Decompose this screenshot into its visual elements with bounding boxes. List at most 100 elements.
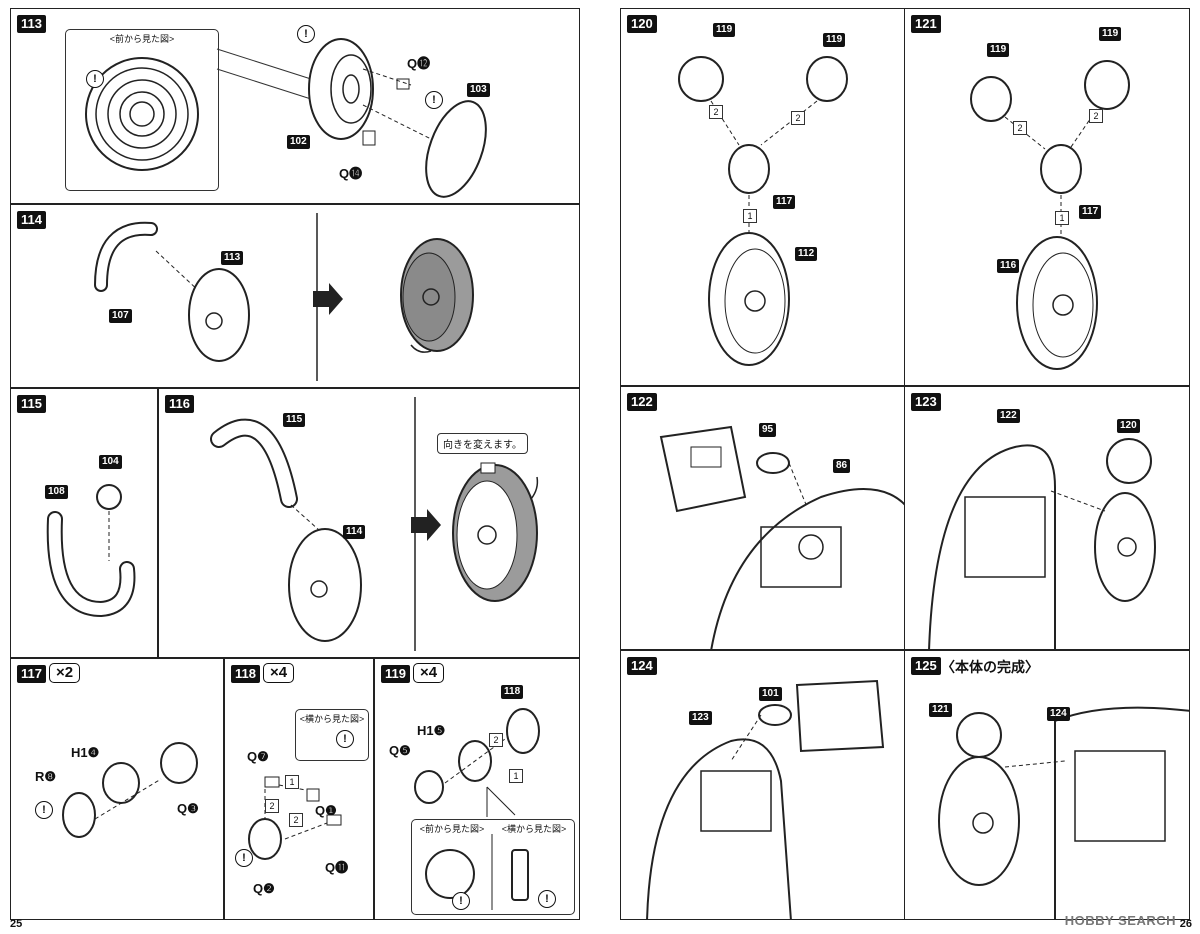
sequence-marker: 1 — [1055, 211, 1069, 225]
part-tag-102: 102 — [287, 135, 310, 149]
part-label-q5: Q❺ — [389, 743, 411, 758]
quantity-badge: ×2 — [49, 663, 81, 683]
part-label-q3: Q❸ — [177, 801, 199, 816]
caution-icon: ! — [538, 890, 556, 908]
part-tag-115: 115 — [283, 413, 306, 427]
step-123-assembly-drawing — [928, 438, 1156, 649]
front-view-ring-drawing — [85, 57, 199, 171]
step-number: 116 — [165, 395, 194, 413]
part-label-h15: H1❺ — [417, 723, 446, 738]
caution-icon: ! — [235, 849, 253, 867]
part-tag-113: 113 — [221, 251, 244, 265]
quantity-badge: ×4 — [263, 663, 295, 683]
step-number: 113 — [17, 15, 46, 33]
part-label-q7: Q❼ — [247, 749, 269, 764]
watermark-logo: HOBBY SEARCH — [1064, 913, 1176, 928]
step-120-panel: 120 119 119 117 112 2 2 1 — [620, 8, 906, 386]
sequence-marker-1: 1 — [509, 769, 523, 783]
part-tag-121: 121 — [929, 703, 952, 717]
step-124-assembly-drawing — [646, 679, 885, 919]
completion-title: 〈本体の完成〉 — [941, 659, 1039, 675]
part-tag-101: 101 — [759, 687, 782, 701]
step-117-assembly-drawing — [62, 742, 198, 838]
caution-icon: ! — [86, 70, 104, 88]
rotate-callout: 向きを変えます。 — [437, 433, 528, 454]
step-number: 124 — [627, 657, 657, 675]
caution-icon: ! — [35, 801, 53, 819]
part-tag-117: 117 — [1079, 205, 1102, 219]
step-114-panel: 114 107 113 — [10, 204, 580, 388]
step-116-assembly-drawing — [210, 397, 539, 651]
step-number: 121 — [911, 15, 941, 33]
front-view-caption: <前から見た図> — [419, 824, 485, 834]
part-tag-119: 119 — [987, 43, 1010, 57]
step-120-assembly-drawing — [678, 56, 848, 366]
step-113-assembly-drawing — [216, 38, 487, 198]
step-121-assembly-drawing — [970, 60, 1130, 370]
part-tag-118: 118 — [501, 685, 524, 699]
step-number: 125 — [911, 657, 941, 675]
part-tag-119: 119 — [823, 33, 846, 47]
side-view-caption: <横から見た図> — [501, 824, 567, 834]
sequence-marker-2: 2 — [289, 813, 303, 827]
sequence-marker: 2 — [1089, 109, 1103, 123]
part-tag-112: 112 — [795, 247, 818, 261]
step-number: 114 — [17, 211, 46, 229]
step-119-panel: 119 ×4 118 H1❺ Q❺ 2 1 <前から見た図> <横から見た図> … — [374, 658, 580, 920]
step-119-assembly-drawing — [414, 708, 540, 817]
step-114-assembly-drawing — [94, 213, 474, 381]
side-view-inset: <横から見た図> ! — [295, 709, 369, 761]
step-number: 119 — [381, 665, 410, 683]
step-number: 115 — [17, 395, 46, 413]
caution-icon: ! — [425, 91, 443, 109]
step-118-panel: 118 ×4 <横から見た図> ! 1 2 2 Q❼ Q❶ Q❷ Q⓫ ! — [224, 658, 374, 920]
part-tag-108: 108 — [45, 485, 68, 499]
sequence-marker-2: 2 — [489, 733, 503, 747]
front-view-inset: <前から見た図> ! — [65, 29, 219, 191]
sequence-marker: 2 — [709, 105, 723, 119]
caution-icon: ! — [452, 892, 470, 910]
part-tag-104: 104 — [99, 455, 122, 469]
step-125-panel: 125 〈本体の完成〉 121 124 — [904, 650, 1190, 920]
part-tag-123: 123 — [689, 711, 712, 725]
step-number: 122 — [627, 393, 657, 411]
sequence-marker-2: 2 — [265, 799, 279, 813]
part-label-q2: Q❷ — [253, 881, 275, 896]
step-122-panel: 122 95 86 — [620, 386, 906, 650]
sequence-marker: 2 — [791, 111, 805, 125]
quantity-badge: ×4 — [413, 663, 445, 683]
part-label-q1: Q❶ — [315, 803, 337, 818]
step-115-panel: 115 108 104 — [10, 388, 158, 658]
sequence-marker: 2 — [1013, 121, 1027, 135]
step-number: 120 — [627, 15, 657, 33]
part-tag-122: 122 — [997, 409, 1020, 423]
part-tag-95: 95 — [759, 423, 777, 437]
part-label-q11: Q⓫ — [325, 860, 349, 875]
part-tag-124: 124 — [1047, 707, 1070, 721]
step-number: 123 — [911, 393, 941, 411]
sequence-marker-1: 1 — [285, 775, 299, 789]
step-number: 117 — [17, 665, 46, 683]
inset-caption: <横から見た図> — [299, 714, 365, 724]
step-124-panel: 124 101 123 — [620, 650, 906, 920]
caution-icon: ! — [336, 730, 354, 748]
part-tag-107: 107 — [109, 309, 132, 323]
page-number-left: 25 — [10, 918, 23, 930]
step-123-panel: 123 122 120 — [904, 386, 1190, 650]
inset-drawing — [425, 834, 529, 910]
sequence-marker: 1 — [743, 209, 757, 223]
part-label-r8: R❽ — [35, 769, 57, 784]
step-113-panel: 113 <前から見た図> ! ! ! 102 103 Q⓬ Q⓮ — [10, 8, 580, 204]
caution-icon: ! — [297, 25, 315, 43]
page-number-right: 26 — [1179, 918, 1192, 930]
part-label-q12: Q⓬ — [407, 56, 431, 71]
part-tag-86: 86 — [833, 459, 851, 473]
step-number: 118 — [231, 665, 260, 683]
step-125-assembly-drawing — [938, 706, 1189, 919]
step-122-assembly-drawing — [659, 425, 905, 649]
inset-caption: <前から見た図> — [109, 34, 175, 44]
part-tag-116: 116 — [997, 259, 1020, 273]
part-tag-103: 103 — [467, 83, 490, 97]
part-tag-119: 119 — [713, 23, 736, 37]
step-117-panel: 117 ×2 R❽ H1❹ Q❸ ! — [10, 658, 224, 920]
